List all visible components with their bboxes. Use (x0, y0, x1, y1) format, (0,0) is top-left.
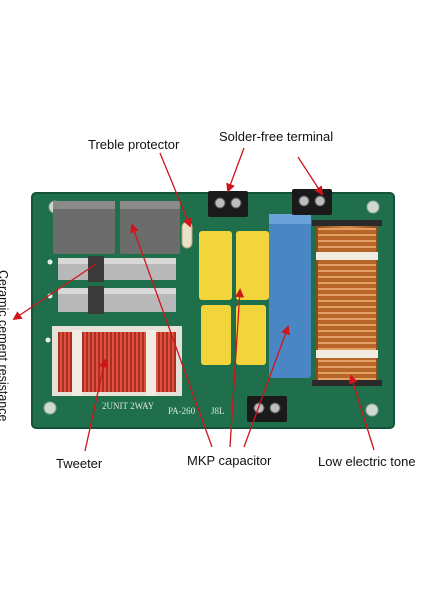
fuse-bulb (181, 221, 193, 249)
woofer-coil (312, 220, 382, 386)
arrow-icon (243, 325, 290, 448)
label-low-electric-tone: Low electric tone (318, 454, 416, 469)
arrow-icon (159, 152, 192, 228)
relay-right (120, 201, 180, 254)
relay-left (53, 201, 115, 254)
arrow-icon (229, 288, 245, 448)
label-treble-protector: Treble protector (88, 137, 180, 152)
board-model-text: PA-260 (168, 406, 196, 416)
label-tweeter: Tweeter (56, 456, 103, 471)
mkp-capacitors (199, 214, 311, 378)
board-mark-text: J8L (211, 406, 225, 416)
board-unit-text: 2UNIT 2WAY (102, 401, 155, 411)
screw-terminal-right (292, 189, 332, 215)
label-mkp-capacitor: MKP capacitor (187, 453, 272, 468)
arrow-icon (297, 156, 323, 196)
arrow-icon (226, 147, 245, 193)
label-ceramic-cement-resistance: Ceramic cement resistance (0, 270, 10, 422)
label-solder-free-terminal: Solder-free terminal (219, 129, 334, 144)
arrow-icon (348, 374, 375, 451)
arrow-icon (12, 263, 97, 321)
tweeter-coil (52, 326, 182, 396)
ceramic-resistor-bottom (58, 286, 176, 314)
arrow-icon (84, 358, 108, 452)
screw-terminal-left (208, 191, 248, 217)
arrow-icon (130, 223, 213, 448)
screw-terminal-bottom (247, 396, 287, 422)
